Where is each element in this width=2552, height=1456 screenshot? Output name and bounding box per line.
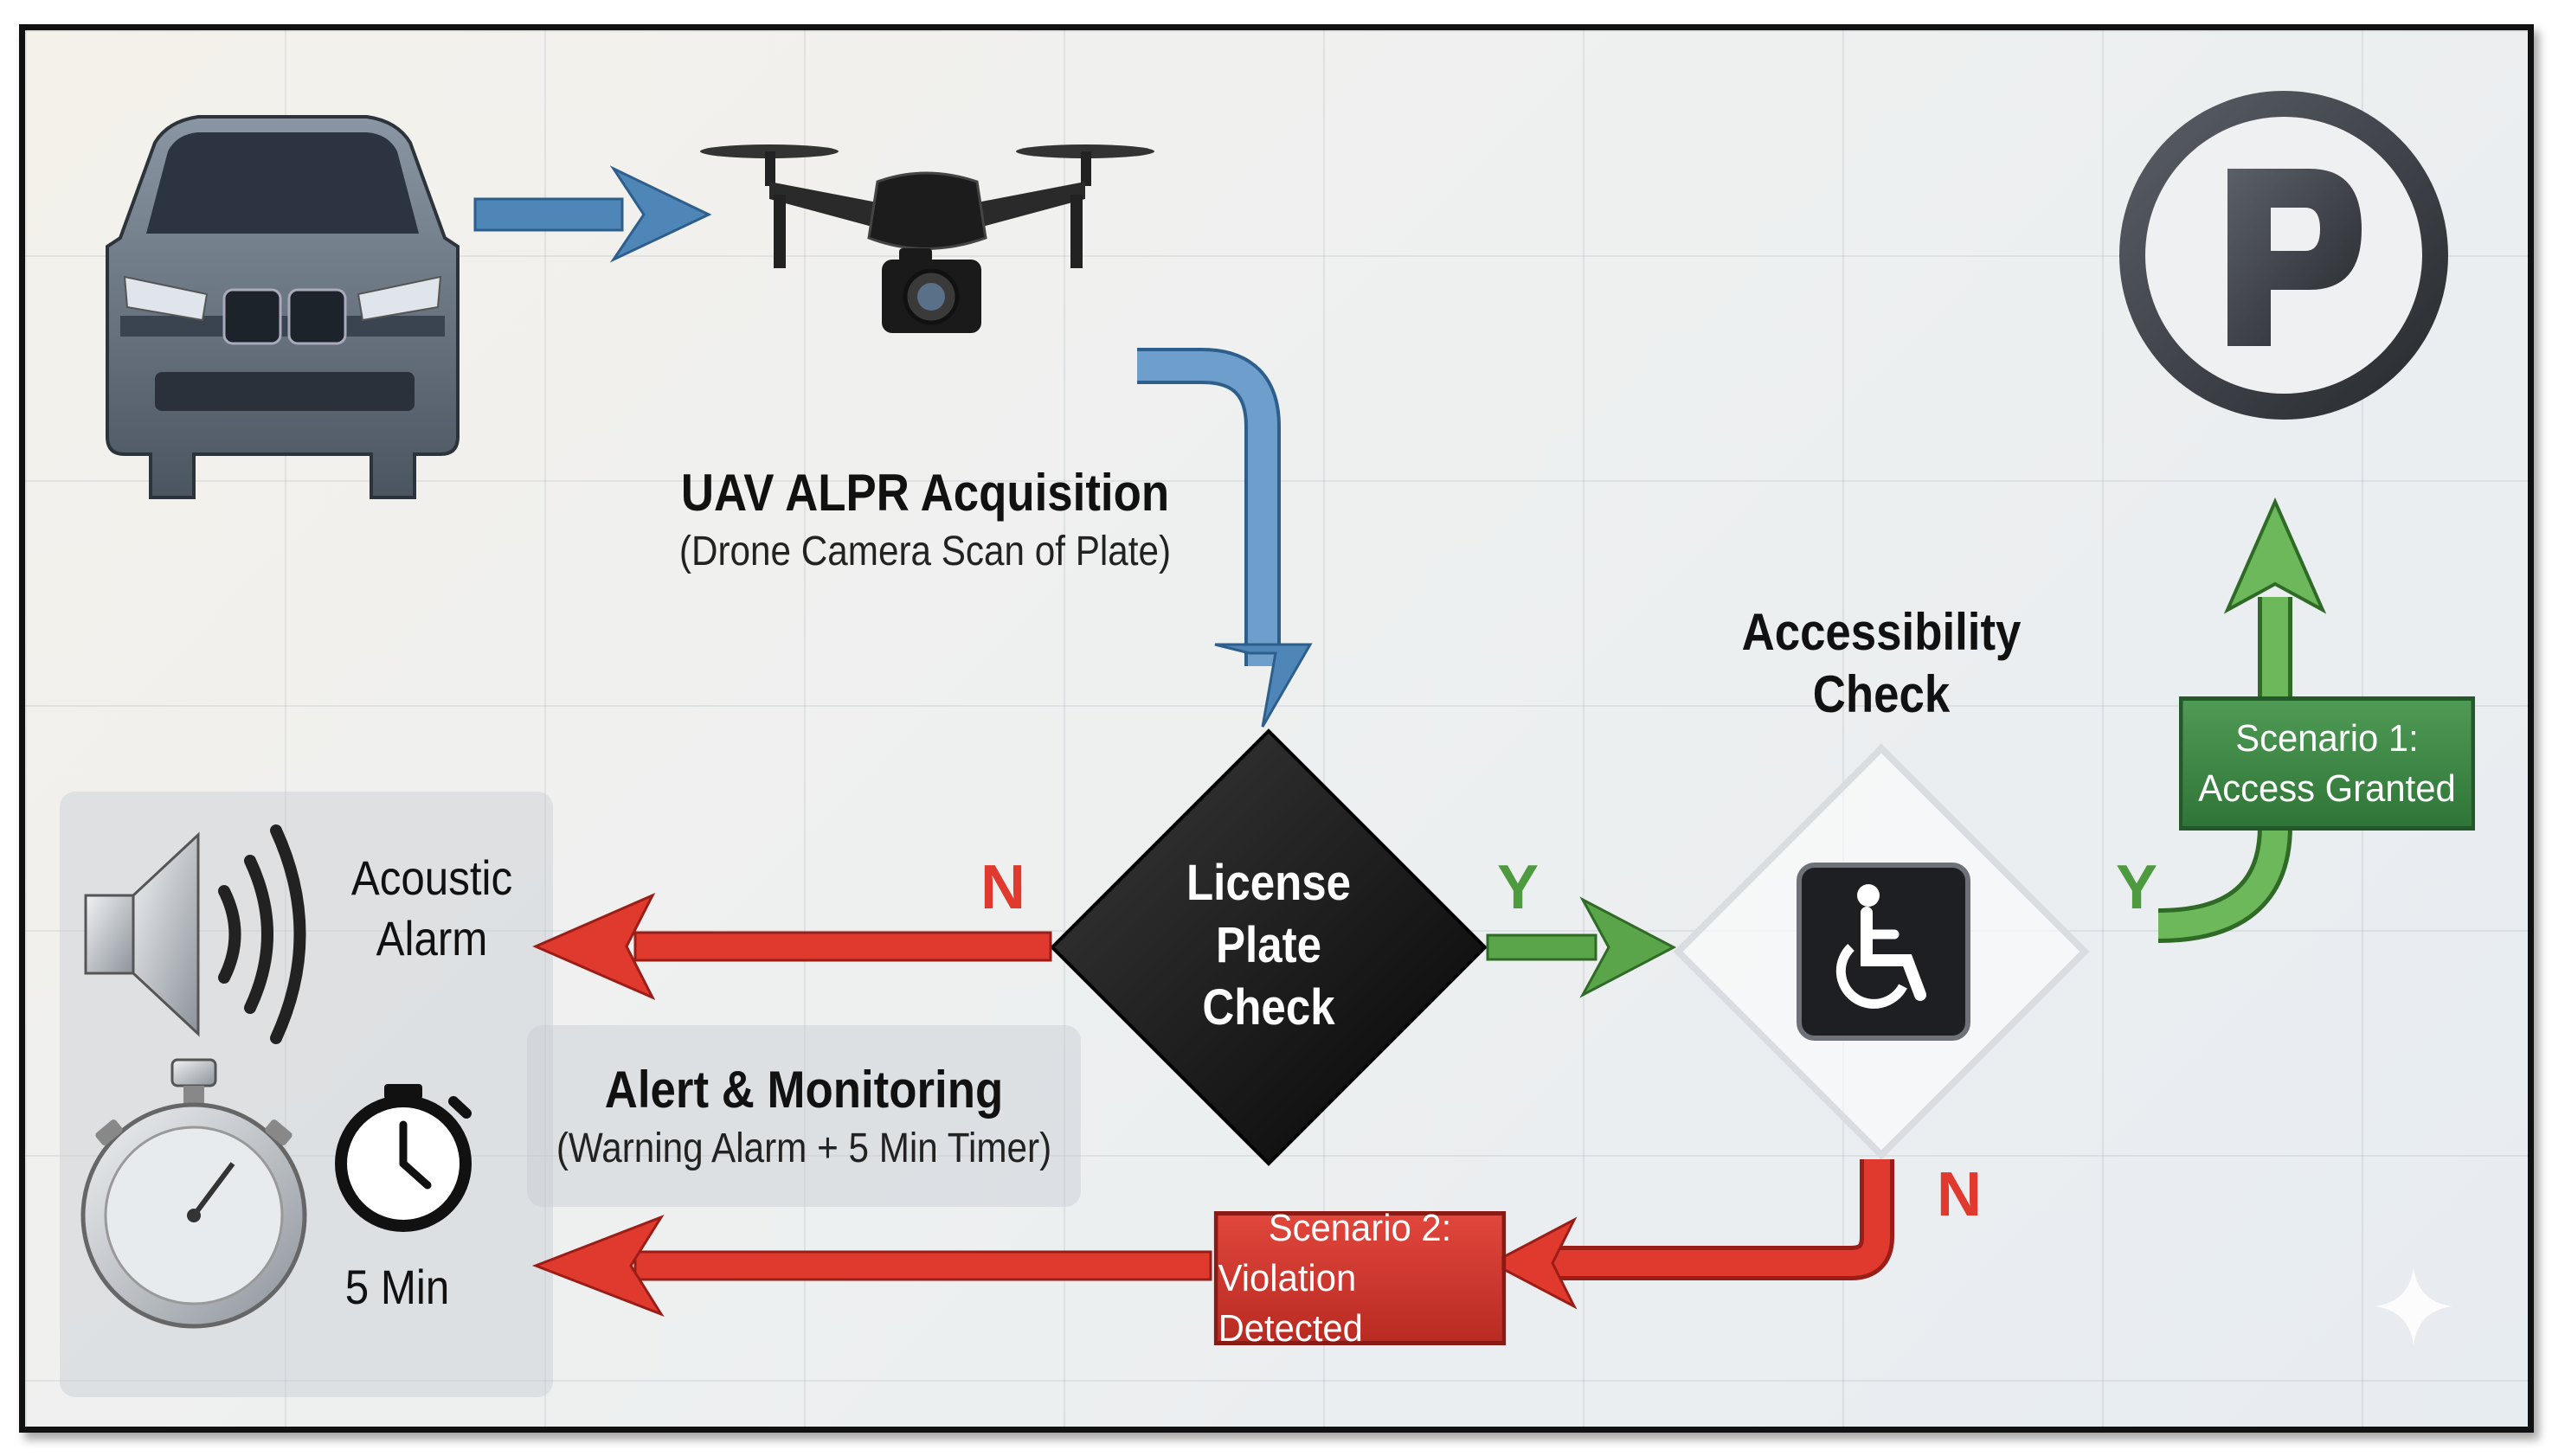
drone-camera-icon	[700, 144, 1154, 333]
scenario2-line1: Scenario 2:	[1268, 1206, 1452, 1249]
sparkle-icon	[2375, 1267, 2452, 1345]
scenario2-line2: Violation Detected	[1218, 1256, 1363, 1350]
scenario2-box: Scenario 2: Violation Detected	[1213, 1207, 1507, 1350]
license-yes-letter: Y	[1496, 853, 1540, 922]
timer-label: 5 Min	[344, 1260, 450, 1314]
access-yes-arrow	[2157, 497, 2327, 943]
alarm-label: Acoustic Alarm	[318, 848, 546, 969]
access-yes-letter: Y	[2115, 853, 2158, 922]
stopwatch-icon	[80, 1058, 307, 1329]
license-check-line1: License	[1186, 855, 1352, 911]
license-no-arrow	[532, 892, 1052, 1001]
alert-subtitle: (Warning Alarm + 5 Min Timer)	[556, 1126, 1052, 1171]
diagram-canvas	[80, 91, 2452, 1345]
drone-to-check-arrow	[1137, 348, 1313, 728]
alarm-line2: Alarm	[376, 911, 488, 965]
violation-to-alert-arrow	[531, 1214, 1212, 1318]
scenario1-line1: Scenario 1:	[2235, 716, 2419, 760]
scenario1-line2: Access Granted	[2198, 766, 2456, 810]
license-yes-arrow	[1486, 896, 1677, 998]
alert-title: Alert & Monitoring	[604, 1061, 1004, 1119]
car-to-drone-arrow	[473, 165, 712, 263]
parking-sign-icon	[2119, 91, 2448, 420]
license-check-label: License Plate Check	[1154, 852, 1383, 1039]
wheelchair-icon	[1797, 863, 1970, 1041]
diagram-frame: UAV ALPR Acquisition (Drone Camera Scan …	[19, 24, 2534, 1433]
access-no-arrow	[1488, 1159, 1894, 1310]
speaker-icon	[84, 824, 306, 1044]
alarm-line1: Acoustic	[350, 850, 513, 905]
accessibility-line1: Accessibility	[1741, 603, 2022, 661]
car-icon	[106, 115, 460, 499]
accessibility-label: Accessibility Check	[1729, 601, 2034, 726]
license-check-line3: Check	[1202, 979, 1335, 1036]
uav-title: UAV ALPR Acquisition	[680, 464, 1170, 522]
license-check-line2: Plate	[1215, 917, 1321, 973]
alert-panel	[527, 1025, 1081, 1207]
license-no-letter: N	[980, 853, 1025, 922]
timer-icon	[335, 1084, 472, 1232]
uav-subtitle: (Drone Camera Scan of Plate)	[678, 529, 1172, 574]
accessibility-line2: Check	[1812, 665, 1951, 723]
license-check-diamond	[1050, 728, 1488, 1166]
scenario1-box: Scenario 1: Access Granted	[2179, 696, 2475, 831]
access-no-letter: N	[1937, 1160, 1982, 1229]
